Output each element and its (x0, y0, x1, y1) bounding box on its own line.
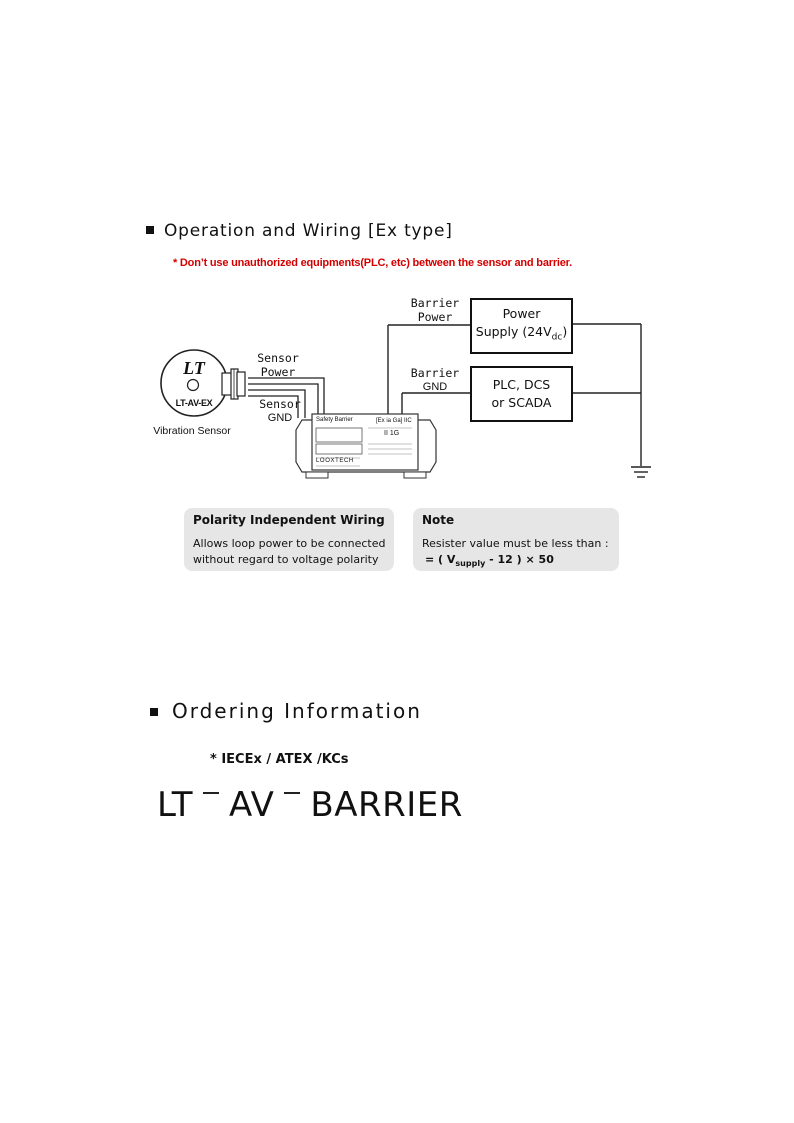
barrier-device-marking: [Ex ia Ga] IIC (376, 418, 412, 424)
resistor-note-card: Note Resister value must be less than : … (413, 508, 619, 571)
sensor-caption: Vibration Sensor (153, 425, 231, 437)
resistor-formula: = ( Vsupply - 12 ) × 50 (425, 553, 554, 569)
sensor-model-label: LT-AV-EX (175, 398, 213, 408)
safety-barrier-device-icon (295, 413, 437, 479)
vibration-sensor-icon (160, 349, 246, 417)
sensor-power-label: Sensor Power (257, 351, 299, 379)
barrier-gnd-label: Barrier GND (410, 366, 460, 393)
sensor-cable-wires (248, 377, 325, 418)
barrier-device-group: II 1G (384, 430, 400, 437)
bullet-square-icon (150, 708, 158, 716)
barrier-power-label: Barrier Power (410, 296, 460, 324)
ground-symbol-icon (631, 466, 651, 478)
sensor-logo: LT (183, 358, 205, 378)
model-separator (284, 792, 301, 794)
model-separator (203, 792, 220, 794)
plc-dcs-box: PLC, DCS or SCADA (470, 366, 573, 422)
polarity-note-card: Polarity Independent Wiring Allows loop … (184, 508, 394, 571)
operation-section-title: Operation and Wiring [Ex type] (146, 221, 453, 241)
power-supply-box: Power Supply (24Vdc) (470, 298, 573, 354)
certification-text: * IECEx / ATEX /KCs (210, 752, 349, 767)
barrier-device-brand: LOOXTECH (316, 458, 354, 464)
ordering-section-title: Ordering Information (150, 699, 422, 723)
warning-text: * Don’t use unauthorized equipments(PLC,… (173, 257, 573, 269)
sensor-gnd-label: Sensor GND (259, 397, 301, 424)
barrier-device-title: Safety Barrier (316, 417, 353, 423)
bullet-square-icon (146, 226, 154, 234)
